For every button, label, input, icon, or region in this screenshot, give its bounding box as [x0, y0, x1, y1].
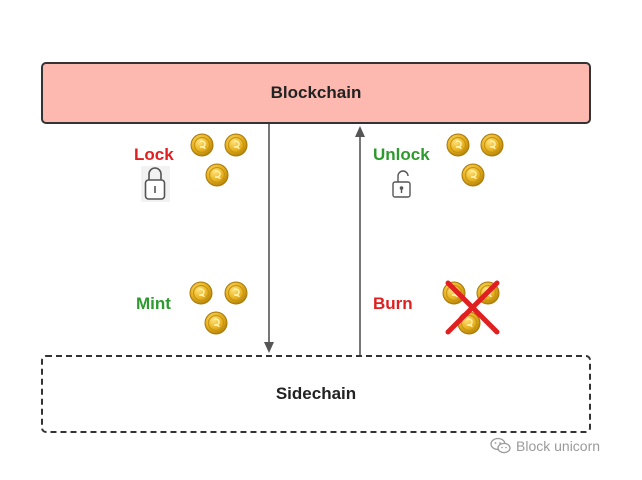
blockchain-box: Blockchain — [41, 62, 591, 124]
unlock-label: Unlock — [373, 145, 430, 164]
lock-label: Lock — [134, 145, 174, 164]
unlock-coins-icon — [446, 133, 504, 187]
mint-label: Mint — [136, 294, 171, 313]
blockchain-label: Blockchain — [270, 83, 362, 102]
padlock-closed-icon — [141, 166, 170, 202]
watermark-text: Block unicorn — [516, 438, 601, 454]
mint-coins-icon — [189, 281, 248, 335]
burn-label: Burn — [373, 294, 413, 313]
crossed-coins-icon — [442, 280, 500, 335]
down-arrow — [264, 124, 274, 353]
watermark: Block unicorn — [490, 437, 600, 455]
lock-coins-icon — [190, 133, 248, 187]
wechat-icon — [490, 437, 511, 454]
sidechain-box: Sidechain — [41, 355, 591, 433]
padlock-open-icon — [392, 170, 411, 198]
up-arrow — [355, 126, 365, 355]
sidechain-label: Sidechain — [275, 384, 357, 403]
